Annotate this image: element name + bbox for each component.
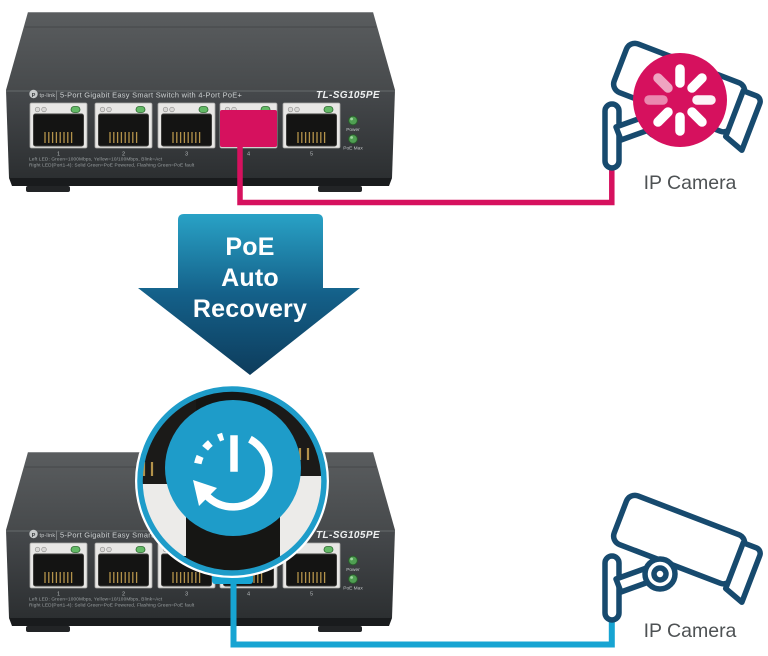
poe-max-led-label: PoE Max (343, 146, 363, 152)
poe-recovery-icon (193, 432, 273, 511)
rj45-port-1 (29, 542, 88, 589)
arrow-label-line1: PoE (225, 233, 274, 261)
blue-ethernet-cable (230, 582, 615, 648)
brand-text: tp-link (40, 93, 56, 99)
poe-max-led (348, 574, 358, 584)
switch-foot-right (318, 186, 362, 192)
camera-hood (722, 540, 763, 605)
loading-spinner-icon (633, 53, 727, 147)
rj45-port-1 (29, 102, 88, 149)
bottom-ip-camera-icon (602, 492, 763, 623)
switch-description: 5-Port Gigabit Easy Smart Switch with 4-… (60, 91, 242, 100)
model-label: TL-SG105PE (316, 90, 380, 101)
ip-camera-label-bottom: IP Camera (644, 620, 737, 642)
model-label: TL-SG105PE (316, 530, 380, 541)
top-switch: P tp-link 5-Port Gigabit Easy Smart Swit… (6, 12, 395, 192)
power-led (348, 115, 358, 126)
switch-top-surface (6, 12, 395, 90)
rj45-port-5 (282, 542, 341, 589)
poe-max-led (348, 134, 358, 144)
magnifier-ring (137, 386, 327, 576)
port-label-3: 3 (185, 592, 188, 598)
arrow-label-line3: Recovery (193, 295, 307, 323)
switch-foot-left (26, 186, 70, 192)
port-label-4: 4 (247, 592, 250, 598)
pink-ethernet-cable (237, 146, 615, 206)
spinner-spokes (644, 64, 716, 136)
power-led-glint (350, 557, 353, 561)
brand-text: tp-link (40, 533, 56, 539)
tp-link-logo-icon (29, 89, 38, 99)
poe-max-led-label: PoE Max (343, 586, 363, 592)
power-led-label: Power (346, 567, 360, 573)
camera-lens-inner (651, 565, 669, 583)
port-label-1: 1 (57, 152, 60, 158)
port-label-5: 5 (310, 152, 313, 158)
ip-camera-label-top: IP Camera (644, 172, 737, 194)
rj45-port-5 (282, 102, 341, 149)
power-led (348, 555, 358, 566)
rj45-port-2 (94, 542, 153, 589)
arrow-label-line2: Auto (221, 264, 279, 292)
fineprint-line-1: Left LED: Green=1000Mbps, Yellow=10/100M… (29, 157, 163, 162)
port-label-1: 1 (57, 592, 60, 598)
poe-max-led-glint (350, 576, 353, 579)
fineprint-line-2: Right LED(Port1-4): Solid Green=PoE Powe… (29, 603, 195, 608)
camera-hood (722, 88, 763, 153)
port-label-5: 5 (310, 592, 313, 598)
tp-link-logo-letter: P (32, 533, 36, 539)
switch-foot-left (26, 626, 70, 632)
tp-link-logo-icon (29, 529, 38, 539)
rj45-port-3 (157, 102, 216, 149)
rj45-port-2 (94, 102, 153, 149)
fineprint-line-1: Left LED: Green=1000Mbps, Yellow=10/100M… (29, 597, 163, 602)
port-label-2: 2 (122, 152, 125, 158)
switch-description: 5-Port Gigabit Easy Smart Switch with 4-… (60, 531, 242, 540)
switch-bottom-bevel (9, 178, 392, 186)
disconnected-port-highlight (220, 110, 277, 147)
power-led-label: Power (346, 127, 360, 133)
port-label-2: 2 (122, 592, 125, 598)
switch-bottom-bevel (9, 618, 392, 626)
switch-foot-right (318, 626, 362, 632)
port-label-3: 3 (185, 152, 188, 158)
poe-auto-recovery-arrow: PoE Auto Recovery (138, 214, 360, 375)
power-led-glint (350, 117, 353, 121)
port-label-4: 4 (247, 152, 250, 158)
fineprint-line-2: Right LED(Port1-4): Solid Green=PoE Powe… (29, 163, 195, 168)
tp-link-logo-letter: P (32, 93, 36, 99)
poe-max-led-glint (350, 136, 353, 139)
